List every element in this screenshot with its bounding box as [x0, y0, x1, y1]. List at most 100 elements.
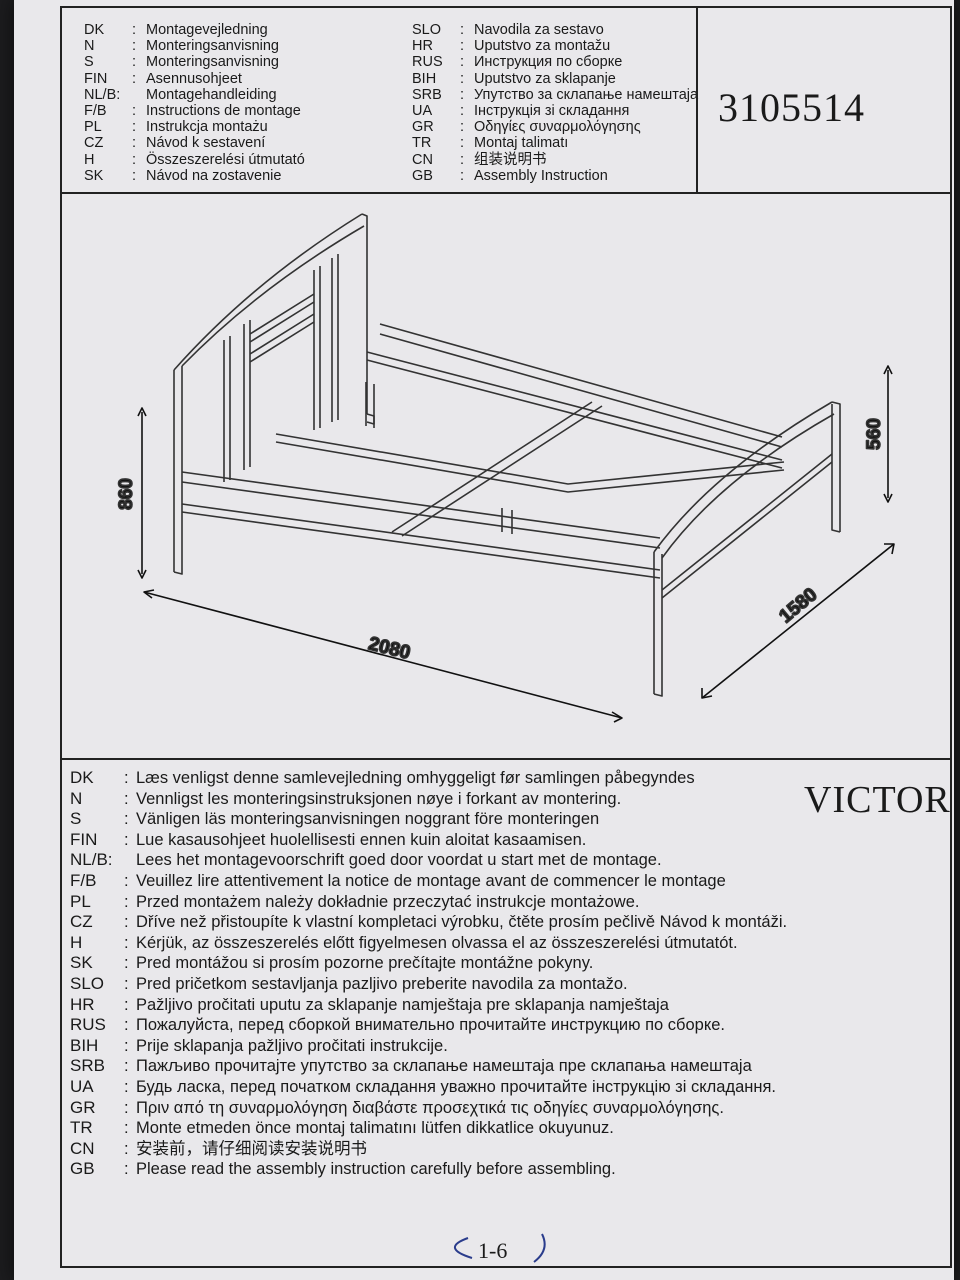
header: DK:Montagevejledning N:Monteringsanvisni…	[62, 8, 950, 194]
language-code: RUS	[412, 54, 443, 71]
instruction-code: UA	[70, 1076, 94, 1096]
instruction-code: CN	[70, 1138, 95, 1158]
instruction-row: F/B:Veuillez lire attentivement la notic…	[70, 870, 726, 890]
language-code: TR	[412, 135, 432, 152]
language-label: Montaj talimatı	[474, 135, 569, 152]
language-row: RUS:Инструкция по сборке	[412, 54, 623, 71]
instruction-code: GR	[70, 1097, 96, 1117]
instruction-row: FIN:Lue kasausohjeet huolellisesti ennen…	[70, 829, 587, 849]
language-row: HR:Uputstvo za montažu	[412, 38, 611, 55]
instructions-section: VICTOR DK:Læs venligst denne samlevejled…	[62, 760, 950, 1268]
language-code: CZ	[84, 135, 104, 152]
footboard-top-rail	[653, 401, 833, 553]
language-code: FIN	[84, 70, 108, 87]
language-code: SK	[84, 167, 104, 184]
footboard-post-right	[831, 401, 841, 532]
headboard-slat	[249, 293, 315, 343]
language-label: Monteringsanvisning	[146, 54, 279, 71]
language-code: S	[84, 54, 94, 71]
language-row: GB:Assembly Instruction	[412, 167, 608, 184]
instruction-row: N:Vennligst les monteringsinstruksjonen …	[70, 788, 622, 808]
language-code: UA	[412, 103, 433, 120]
instruction-code: F/B	[70, 870, 97, 890]
instruction-code: H	[70, 932, 83, 952]
instruction-text: Monte etmeden önce montaj talimatını lüt…	[136, 1119, 614, 1138]
language-label: Összeszerelési útmutató	[146, 151, 305, 168]
instruction-text: Læs venligst denne samlevejledning omhyg…	[136, 769, 695, 787]
instruction-text: Veuillez lire attentivement la notice de…	[136, 871, 726, 890]
instruction-code: S	[70, 809, 82, 829]
language-row: FIN:Asennusohjeet	[84, 70, 242, 87]
model-name: VICTOR	[804, 779, 951, 821]
instruction-code: FIN	[70, 829, 98, 849]
far-lower-rail	[366, 351, 783, 469]
instruction-code: HR	[70, 994, 95, 1014]
language-label: Montagehandleiding	[146, 86, 277, 103]
language-row: CZ:Návod k sestavení	[84, 135, 266, 152]
language-row: SRB:Упутство за склапање намештаја	[412, 86, 699, 103]
language-list-right: SLO:Navodila za sestavo HR:Uputstvo za m…	[412, 22, 698, 184]
language-row: GR:Οδηγίες συναρμολόγησης	[412, 119, 641, 136]
instruction-text: Пажљиво прочитајте упутство за склапање …	[136, 1057, 752, 1076]
instruction-row: S:Vänligen läs monteringsanvisningen nog…	[70, 809, 600, 829]
language-list-left: DK:Montagevejledning N:Monteringsanvisni…	[84, 22, 305, 184]
language-row: BIH:Uputstvo za sklapanje	[412, 70, 616, 87]
instruction-row: PL:Przed montażem należy dokładnie przec…	[70, 891, 640, 911]
head-leg	[173, 568, 183, 575]
far-side-rail	[379, 323, 783, 448]
instruction-code: TR	[70, 1118, 93, 1138]
language-label: Uputstvo za montažu	[474, 38, 611, 55]
language-label: Instrukcja montażu	[146, 119, 268, 136]
language-label: Инструкция по сборке	[474, 54, 623, 71]
footboard-rail	[661, 453, 833, 599]
language-row: SK:Návod na zostavenie	[84, 167, 282, 184]
language-row: CN:组装说明书	[412, 151, 547, 168]
language-label: Uputstvo za sklapanje	[474, 70, 616, 87]
instruction-text: Pred montážou si prosím pozorne prečítaj…	[136, 954, 594, 973]
language-row: S:Monteringsanvisning	[84, 54, 279, 71]
language-code: HR	[412, 38, 433, 55]
headboard-bar	[243, 320, 251, 470]
headboard-bar	[223, 336, 231, 482]
language-row: UA:Інструкція зі складання	[412, 103, 630, 120]
language-code: PL	[84, 119, 102, 136]
language-code: SLO	[412, 22, 442, 38]
headboard-slat	[249, 313, 315, 363]
instruction-row: RUS:Пожалуйста, перед сборкой внимательн…	[70, 1015, 725, 1035]
product-code: 3105514	[718, 85, 865, 130]
instruction-row: HR:Pažljivo pročitati uputu za sklapanje…	[70, 994, 669, 1014]
language-code: GB	[412, 167, 433, 184]
instruction-row: SRB:Пажљиво прочитајте упутство за склап…	[70, 1056, 752, 1076]
instruction-text: Pažljivo pročitati uputu za sklapanje na…	[136, 995, 669, 1014]
language-code: CN	[412, 151, 433, 168]
instruction-code: SRB	[70, 1056, 105, 1076]
instruction-row: GR:Πριν από τη συναρμολόγηση διαβάστε πρ…	[70, 1097, 724, 1117]
instruction-text: Пожалуйста, перед сборкой внимательно пр…	[136, 1016, 725, 1035]
instruction-code: NL/B:	[70, 850, 113, 870]
instruction-text: Przed montażem należy dokładnie przeczyt…	[136, 892, 640, 911]
language-label: 组装说明书	[474, 151, 547, 168]
instruction-text: Vänligen läs monteringsanvisningen noggr…	[136, 810, 600, 829]
instruction-code: GB	[70, 1159, 95, 1179]
dimension-length: 2080	[366, 633, 412, 664]
bed-frame-illustration: 860 560 2080 1580	[115, 213, 895, 723]
instruction-row: GB:Please read the assembly instruction …	[70, 1159, 616, 1179]
language-label: Návod na zostavenie	[146, 167, 282, 184]
language-row: TR:Montaj talimatı	[412, 135, 569, 152]
language-row: N:Monteringsanvisning	[84, 38, 279, 55]
language-code: H	[84, 151, 95, 168]
instruction-row: BIH:Prije sklapanja pažljivo pročitati i…	[70, 1035, 448, 1055]
instruction-sheet: DK:Montagevejledning N:Monteringsanvisni…	[14, 0, 954, 1280]
instruction-text: Будь ласка, перед початком складання ува…	[136, 1077, 776, 1096]
language-row: PL:Instrukcja montażu	[84, 119, 268, 136]
instruction-text: Vennligst les monteringsinstruksjonen nø…	[136, 789, 622, 808]
instruction-text: Πριν από τη συναρμολόγηση διαβάστε προσε…	[136, 1098, 724, 1117]
language-label: Montagevejledning	[146, 22, 268, 38]
instruction-text: Kérjük, az összeszerelés előtt figyelmes…	[136, 933, 738, 952]
instruction-code: SLO	[70, 973, 105, 993]
footboard-post-left	[653, 552, 663, 694]
instruction-row: UA:Будь ласка, перед початком складання …	[70, 1076, 776, 1096]
language-label: Návod k sestavení	[146, 135, 266, 152]
instruction-text: Pred pričetkom sestavljanja pazljivo pre…	[136, 974, 628, 993]
headboard-bar	[331, 254, 339, 422]
